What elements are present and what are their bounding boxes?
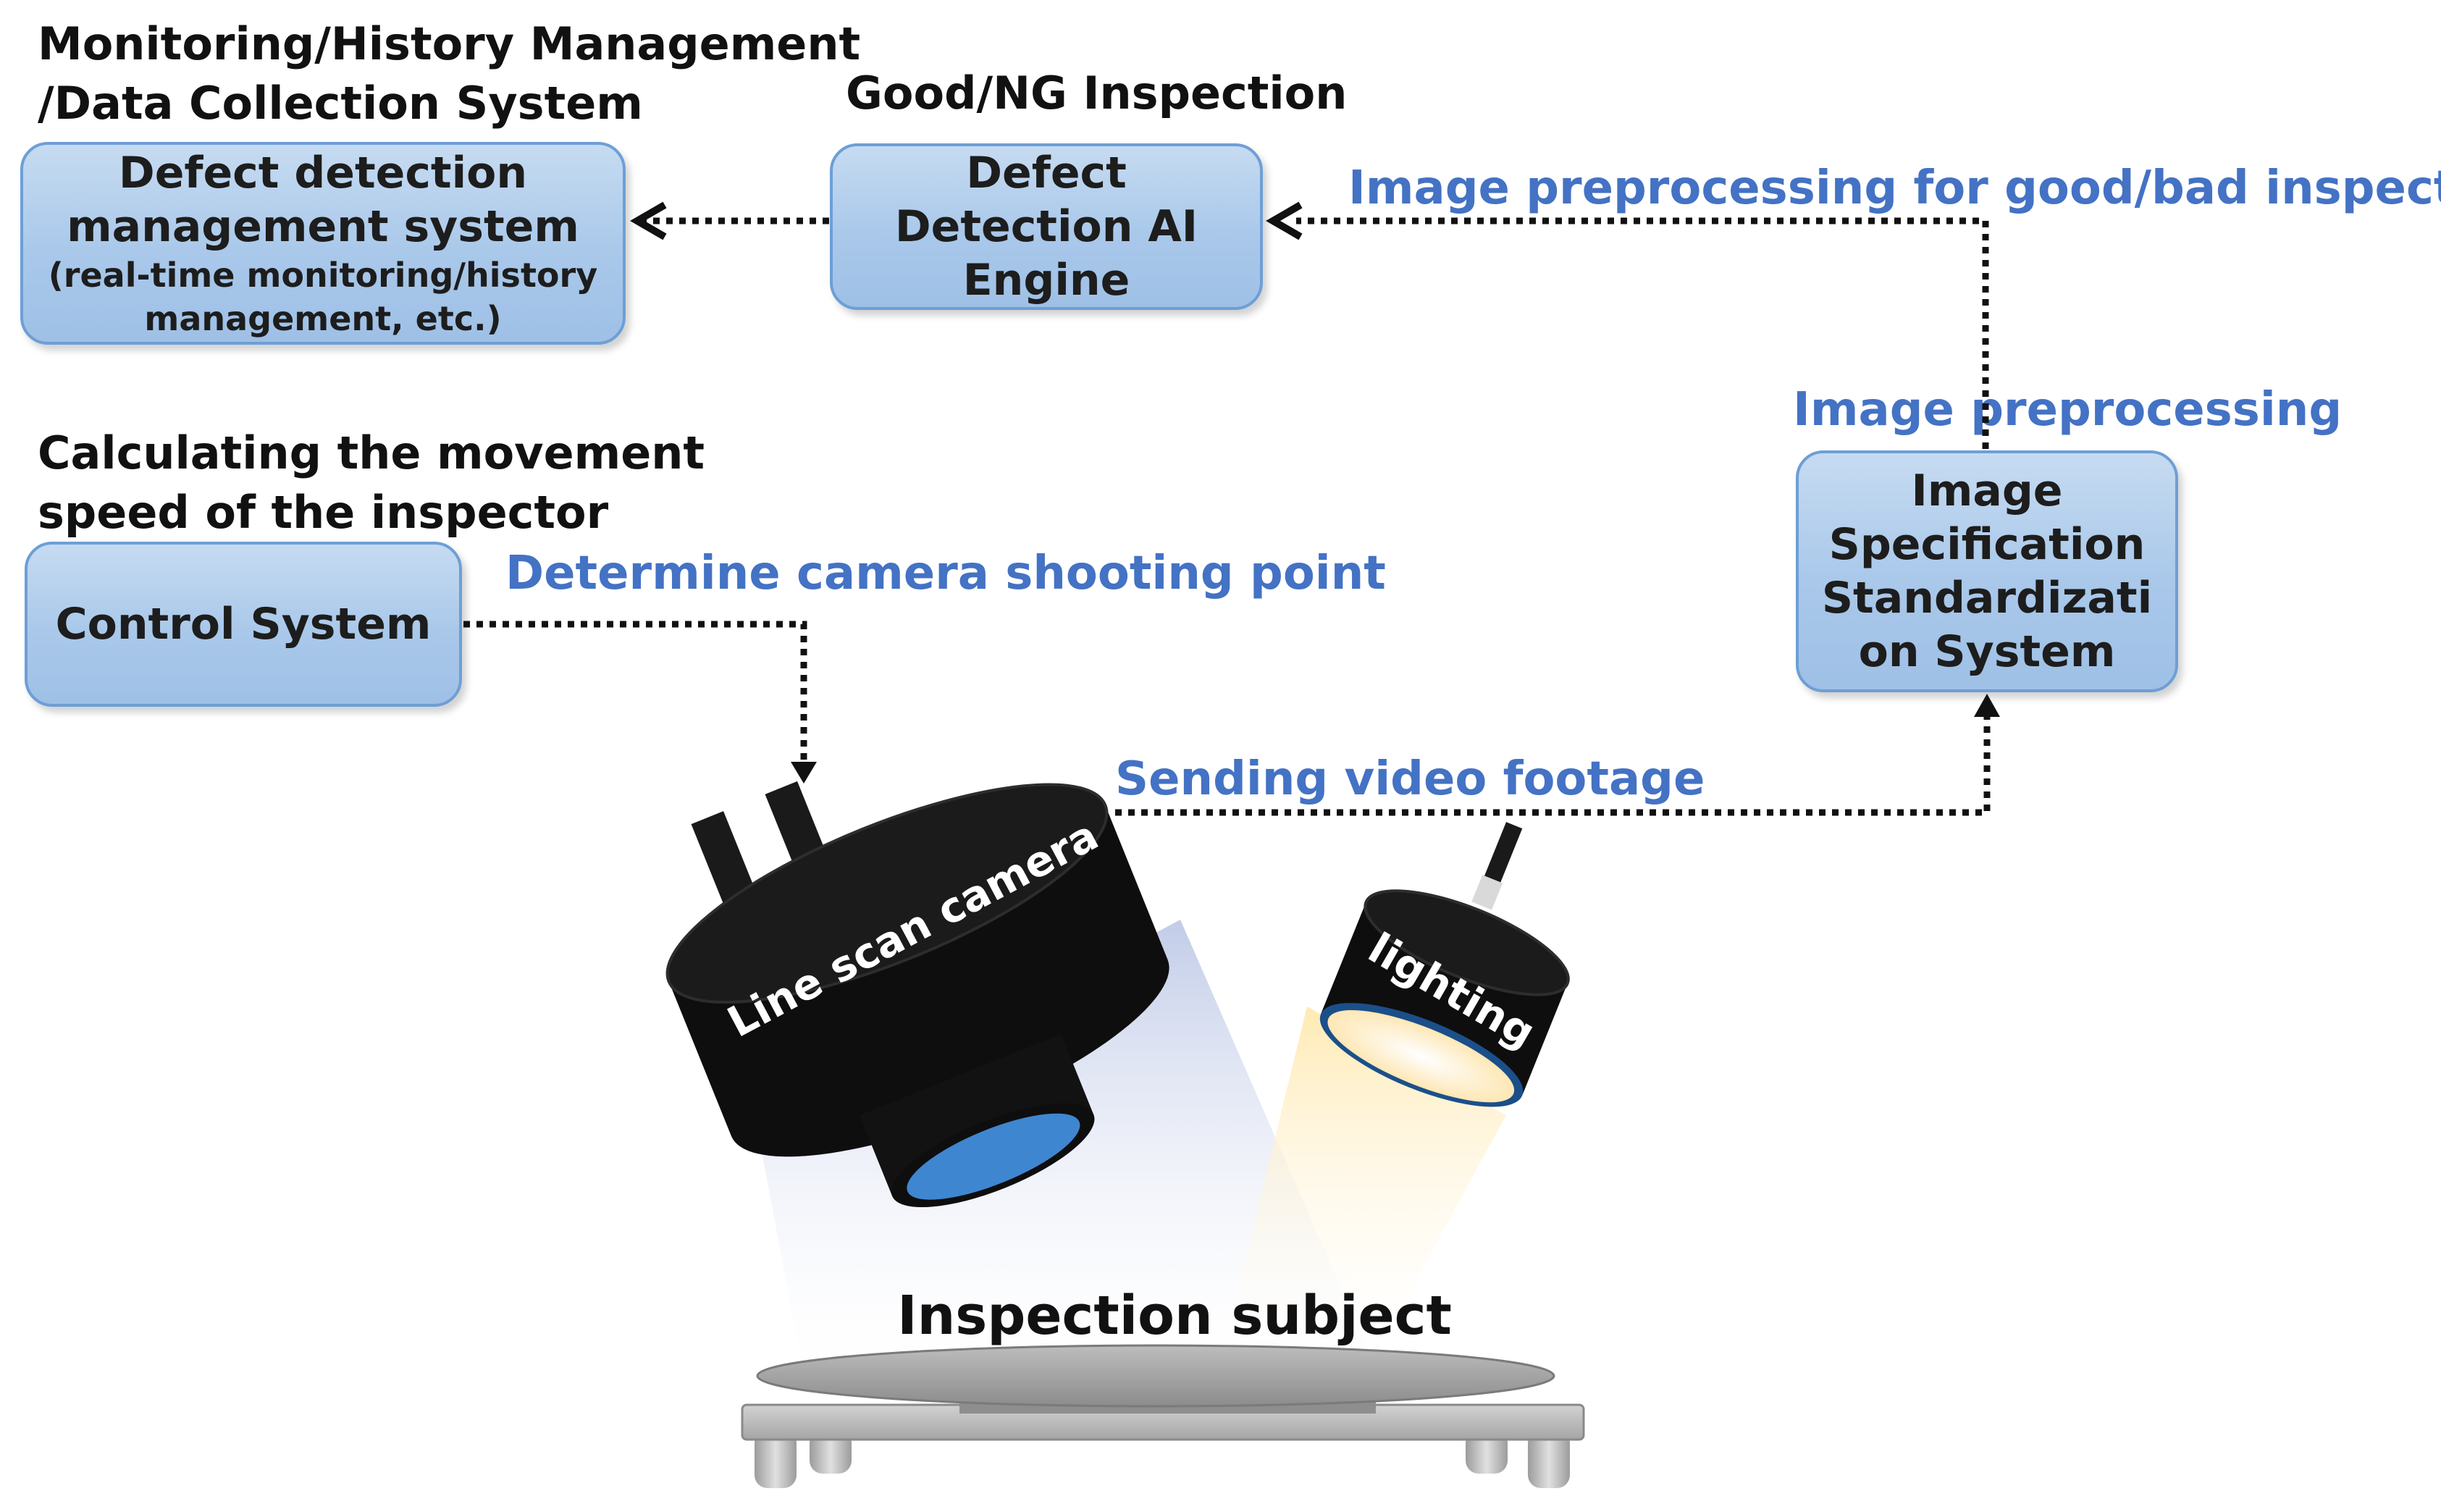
camera-shooting-point-label: Determine camera shooting point [505,547,1386,600]
arrowhead-ai-engine [1266,201,1303,240]
good-ng-heading: Good/NG Inspection [846,67,1348,119]
monitoring-heading-line1: Monitoring/History Management [38,17,861,70]
defect-management-sub1: (real-time monitoring/history [48,256,598,295]
defect-management-line1: Defect detection [118,148,528,198]
ai-engine-line2: Detection AI [894,201,1198,252]
defect-management-sub2: management, etc.) [144,299,502,338]
lighting-glow [1327,1009,1515,1103]
calculation-heading-line1: Calculating the movement [38,427,705,479]
calculation-heading-line2: speed of the inspector [38,486,609,539]
standardization-line3: Standardizati [1821,573,2153,623]
camera-lens [907,1113,1080,1200]
preprocessing-for-inspection-label: Image preprocessing for good/bad inspect… [1348,161,2441,215]
stage-leg [810,1430,852,1474]
arrowhead-camera [791,762,817,784]
standardization-line4: on System [1858,626,2116,677]
arrowhead-management [630,201,667,240]
monitoring-heading: Monitoring/History Management /Data Coll… [38,14,860,133]
control-system-box[interactable]: Control System [25,542,462,707]
stage-leg [755,1430,797,1488]
control-system-label: Control System [55,599,432,650]
inspection-stage [741,1344,1585,1488]
ai-engine-line1: Defect [966,148,1127,198]
arrowhead-standardization [1974,694,2000,717]
standardization-line2: Specification [1828,519,2146,570]
sending-video-label: Sending video footage [1115,752,1705,806]
image-standardization-box[interactable]: Image Specification Standardizati on Sys… [1796,450,2178,692]
arrow-control-to-camera [463,621,807,766]
arrow-standardization-to-ai [1296,217,1989,449]
standardization-line1: Image [1911,466,2063,516]
lighting-unit [1319,822,1570,1107]
line-scan-camera [665,781,1169,1208]
ai-engine-line3: Engine [962,255,1130,306]
defect-management-system-box[interactable]: Defect detection management system (real… [20,142,626,345]
stage-leg [1528,1430,1570,1488]
stage-leg [1466,1430,1508,1474]
image-preprocessing-label: Image preprocessing [1793,383,2343,437]
inspection-subject-label: Inspection subject [897,1285,1452,1347]
lighting-cable [1483,822,1523,886]
defect-management-line2: management system [67,201,579,252]
monitoring-heading-line2: /Data Collection System [38,77,643,130]
ai-engine-box[interactable]: Defect Detection AI Engine [830,143,1263,310]
inspection-plate [756,1344,1555,1408]
arrow-camera-to-standardization [1115,717,1991,816]
calculation-heading: Calculating the movement speed of the in… [38,424,705,542]
